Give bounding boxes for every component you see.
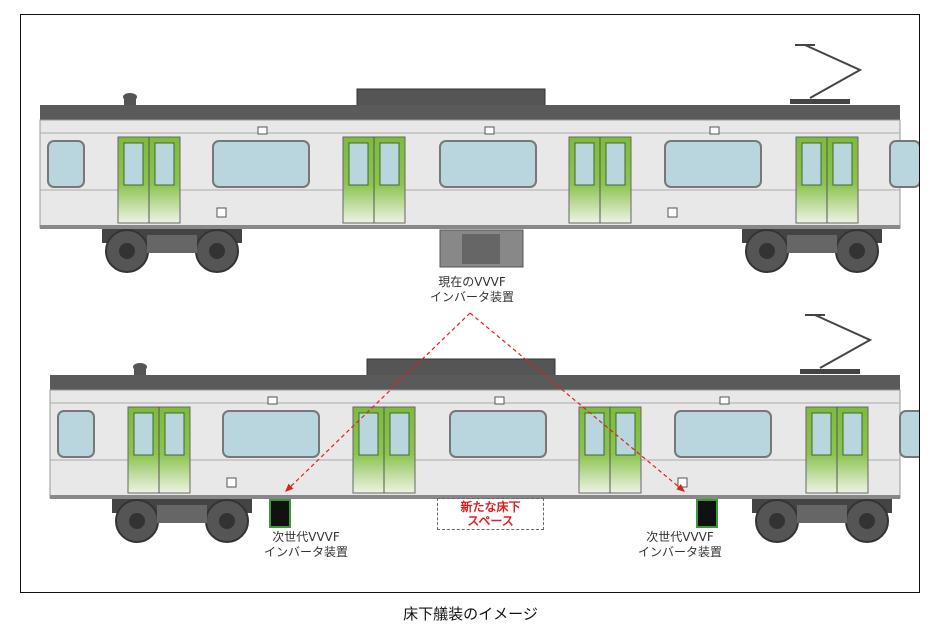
sill: [50, 495, 900, 499]
axle: [849, 243, 865, 259]
door-window: [811, 412, 832, 456]
roof: [40, 105, 900, 120]
pantograph-base: [790, 99, 850, 104]
window: [674, 410, 772, 458]
figure-frame: [20, 14, 920, 593]
current-inverter-label: 現在のVVVF インバータ装置: [402, 275, 542, 305]
window: [222, 410, 320, 458]
axle: [759, 243, 775, 259]
axle: [219, 513, 235, 529]
axle: [769, 513, 785, 529]
pantograph-base: [800, 369, 860, 374]
axle: [859, 513, 875, 529]
door-window: [801, 142, 822, 186]
label-line: 新たな床下: [460, 500, 521, 514]
label-line: 現在のVVVF: [438, 275, 506, 289]
indicator-lamp: [494, 396, 505, 405]
window: [47, 140, 85, 188]
train-car: [39, 44, 919, 273]
label-line: 次世代VVVF: [272, 530, 340, 544]
bogie-bolster: [147, 235, 197, 253]
next-inverter-label-right: 次世代VVVF インバータ装置: [610, 530, 750, 560]
dashed-arrow: [469, 312, 686, 493]
new-underfloor-space-box: 新たな床下 スペース: [437, 498, 544, 530]
indicator-lamp: [226, 477, 237, 488]
window: [889, 140, 919, 188]
door-window: [584, 412, 605, 456]
door-window: [832, 142, 853, 186]
door-window: [842, 412, 863, 456]
indicator-lamp: [709, 126, 720, 135]
label-line: インバータ装置: [429, 290, 514, 304]
indicator-lamp: [267, 396, 278, 405]
window: [899, 410, 919, 458]
pantograph-arm: [814, 314, 873, 369]
indicator-lamp: [257, 126, 268, 135]
bogie-bolster: [787, 235, 837, 253]
train-car: [49, 314, 919, 543]
dashed-arrow: [284, 312, 471, 493]
door-window: [389, 412, 410, 456]
label-line: インバータ装置: [637, 545, 722, 559]
sill: [40, 225, 900, 229]
indicator-lamp: [484, 126, 495, 135]
inverter-grille: [462, 234, 500, 264]
door-window: [574, 142, 595, 186]
door-window: [154, 142, 175, 186]
figure-caption: 床下艤装のイメージ: [403, 605, 538, 623]
label-line: スペース: [467, 514, 514, 528]
indicator-lamp: [667, 207, 678, 218]
window: [664, 140, 762, 188]
axle: [119, 243, 135, 259]
label-line: インバータ装置: [263, 545, 348, 559]
next-inverter-label-left: 次世代VVVF インバータ装置: [236, 530, 376, 560]
window: [212, 140, 310, 188]
door-window: [133, 412, 154, 456]
window: [449, 410, 547, 458]
roof-vent-cap: [123, 93, 137, 101]
roof-equipment: [356, 88, 546, 107]
door-window: [358, 412, 379, 456]
door-window: [348, 142, 369, 186]
next-gen-vvvf-inverter: [696, 499, 718, 528]
roof-equipment: [366, 358, 556, 377]
door-window: [605, 142, 626, 186]
label-line: 次世代VVVF: [646, 530, 714, 544]
axle: [129, 513, 145, 529]
pantograph-arm: [804, 44, 863, 99]
bogie-bolster: [797, 505, 847, 523]
bogie-bolster: [157, 505, 207, 523]
axle: [209, 243, 225, 259]
door-window: [123, 142, 144, 186]
indicator-lamp: [677, 477, 688, 488]
arrowhead-icon: [676, 484, 685, 492]
roof: [50, 375, 900, 390]
window: [57, 410, 95, 458]
indicator-lamp: [216, 207, 227, 218]
window: [439, 140, 537, 188]
next-gen-vvvf-inverter: [269, 499, 291, 528]
roof-vent-cap: [133, 363, 147, 371]
indicator-lamp: [719, 396, 730, 405]
arrowhead-icon: [285, 483, 294, 492]
door-window: [379, 142, 400, 186]
door-window: [164, 412, 185, 456]
